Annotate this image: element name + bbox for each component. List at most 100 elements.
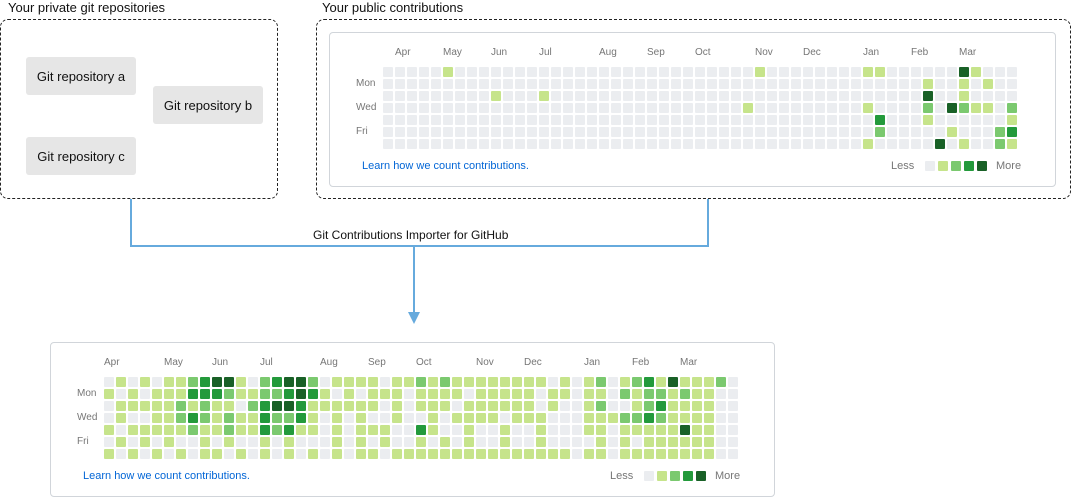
contribution-cell[interactable] xyxy=(512,413,522,423)
contribution-cell[interactable] xyxy=(587,67,597,77)
contribution-cell[interactable] xyxy=(176,413,186,423)
contribution-cell[interactable] xyxy=(395,79,405,89)
contribution-cell[interactable] xyxy=(623,103,633,113)
contribution-cell[interactable] xyxy=(923,139,933,149)
contribution-cell[interactable] xyxy=(599,67,609,77)
contribution-cell[interactable] xyxy=(668,401,678,411)
contribution-cell[interactable] xyxy=(392,389,402,399)
contribution-cell[interactable] xyxy=(656,449,666,459)
contribution-cell[interactable] xyxy=(320,413,330,423)
contribution-cell[interactable] xyxy=(467,127,477,137)
contribution-cell[interactable] xyxy=(236,389,246,399)
contribution-cell[interactable] xyxy=(959,115,969,125)
contribution-cell[interactable] xyxy=(440,413,450,423)
contribution-cell[interactable] xyxy=(767,127,777,137)
contribution-cell[interactable] xyxy=(320,389,330,399)
contribution-cell[interactable] xyxy=(140,425,150,435)
contribution-cell[interactable] xyxy=(935,103,945,113)
contribution-cell[interactable] xyxy=(176,425,186,435)
contribution-cell[interactable] xyxy=(620,437,630,447)
contribution-cell[interactable] xyxy=(704,401,714,411)
contribution-cell[interactable] xyxy=(368,413,378,423)
contribution-cell[interactable] xyxy=(1007,103,1017,113)
contribution-cell[interactable] xyxy=(683,127,693,137)
contribution-cell[interactable] xyxy=(587,115,597,125)
contribution-cell[interactable] xyxy=(515,115,525,125)
contribution-cell[interactable] xyxy=(719,127,729,137)
contribution-cell[interactable] xyxy=(380,401,390,411)
contribution-cell[interactable] xyxy=(743,103,753,113)
contribution-cell[interactable] xyxy=(224,449,234,459)
contribution-cell[interactable] xyxy=(707,67,717,77)
contribution-cell[interactable] xyxy=(716,377,726,387)
contribution-cell[interactable] xyxy=(875,103,885,113)
contribution-cell[interactable] xyxy=(539,139,549,149)
contribution-cell[interactable] xyxy=(479,67,489,77)
contribution-cell[interactable] xyxy=(536,377,546,387)
contribution-cell[interactable] xyxy=(719,139,729,149)
contribution-cell[interactable] xyxy=(728,425,738,435)
contribution-cell[interactable] xyxy=(308,413,318,423)
contribution-cell[interactable] xyxy=(260,377,270,387)
contribution-cell[interactable] xyxy=(803,67,813,77)
contribution-cell[interactable] xyxy=(188,389,198,399)
contribution-cell[interactable] xyxy=(512,425,522,435)
contribution-cell[interactable] xyxy=(407,127,417,137)
contribution-cell[interactable] xyxy=(488,425,498,435)
contribution-cell[interactable] xyxy=(539,103,549,113)
contribution-cell[interactable] xyxy=(947,91,957,101)
contribution-cell[interactable] xyxy=(707,103,717,113)
contribution-cell[interactable] xyxy=(503,115,513,125)
contribution-cell[interactable] xyxy=(707,127,717,137)
contribution-cell[interactable] xyxy=(407,79,417,89)
contribution-cell[interactable] xyxy=(284,413,294,423)
contribution-cell[interactable] xyxy=(755,91,765,101)
contribution-cell[interactable] xyxy=(212,377,222,387)
contribution-cell[interactable] xyxy=(476,401,486,411)
contribution-cell[interactable] xyxy=(332,389,342,399)
contribution-cell[interactable] xyxy=(536,413,546,423)
contribution-cell[interactable] xyxy=(731,115,741,125)
contribution-cell[interactable] xyxy=(419,67,429,77)
contribution-cell[interactable] xyxy=(728,413,738,423)
contribution-cell[interactable] xyxy=(815,79,825,89)
contribution-cell[interactable] xyxy=(404,377,414,387)
contribution-cell[interactable] xyxy=(491,67,501,77)
contribution-cell[interactable] xyxy=(164,425,174,435)
contribution-cell[interactable] xyxy=(608,389,618,399)
contribution-cell[interactable] xyxy=(863,103,873,113)
contribution-cell[interactable] xyxy=(464,413,474,423)
contribution-cell[interactable] xyxy=(152,389,162,399)
contribution-cell[interactable] xyxy=(248,425,258,435)
contribution-cell[interactable] xyxy=(803,127,813,137)
contribution-cell[interactable] xyxy=(395,103,405,113)
contribution-cell[interactable] xyxy=(551,139,561,149)
contribution-cell[interactable] xyxy=(455,127,465,137)
contribution-cell[interactable] xyxy=(128,425,138,435)
contribution-cell[interactable] xyxy=(596,449,606,459)
contribution-cell[interactable] xyxy=(164,389,174,399)
contribution-cell[interactable] xyxy=(563,139,573,149)
contribution-cell[interactable] xyxy=(284,377,294,387)
contribution-cell[interactable] xyxy=(503,91,513,101)
contribution-cell[interactable] xyxy=(116,449,126,459)
contribution-cell[interactable] xyxy=(839,139,849,149)
contribution-cell[interactable] xyxy=(863,67,873,77)
contribution-cell[interactable] xyxy=(827,91,837,101)
contribution-cell[interactable] xyxy=(356,413,366,423)
contribution-cell[interactable] xyxy=(596,377,606,387)
contribution-cell[interactable] xyxy=(392,449,402,459)
contribution-cell[interactable] xyxy=(128,449,138,459)
contribution-cell[interactable] xyxy=(380,389,390,399)
contribution-cell[interactable] xyxy=(332,437,342,447)
contribution-cell[interactable] xyxy=(584,425,594,435)
contribution-cell[interactable] xyxy=(116,413,126,423)
contribution-cell[interactable] xyxy=(923,91,933,101)
contribution-cell[interactable] xyxy=(548,401,558,411)
contribution-cell[interactable] xyxy=(428,437,438,447)
contribution-cell[interactable] xyxy=(536,389,546,399)
contribution-cell[interactable] xyxy=(332,449,342,459)
contribution-cell[interactable] xyxy=(116,425,126,435)
contribution-cell[interactable] xyxy=(395,115,405,125)
contribution-cell[interactable] xyxy=(527,115,537,125)
